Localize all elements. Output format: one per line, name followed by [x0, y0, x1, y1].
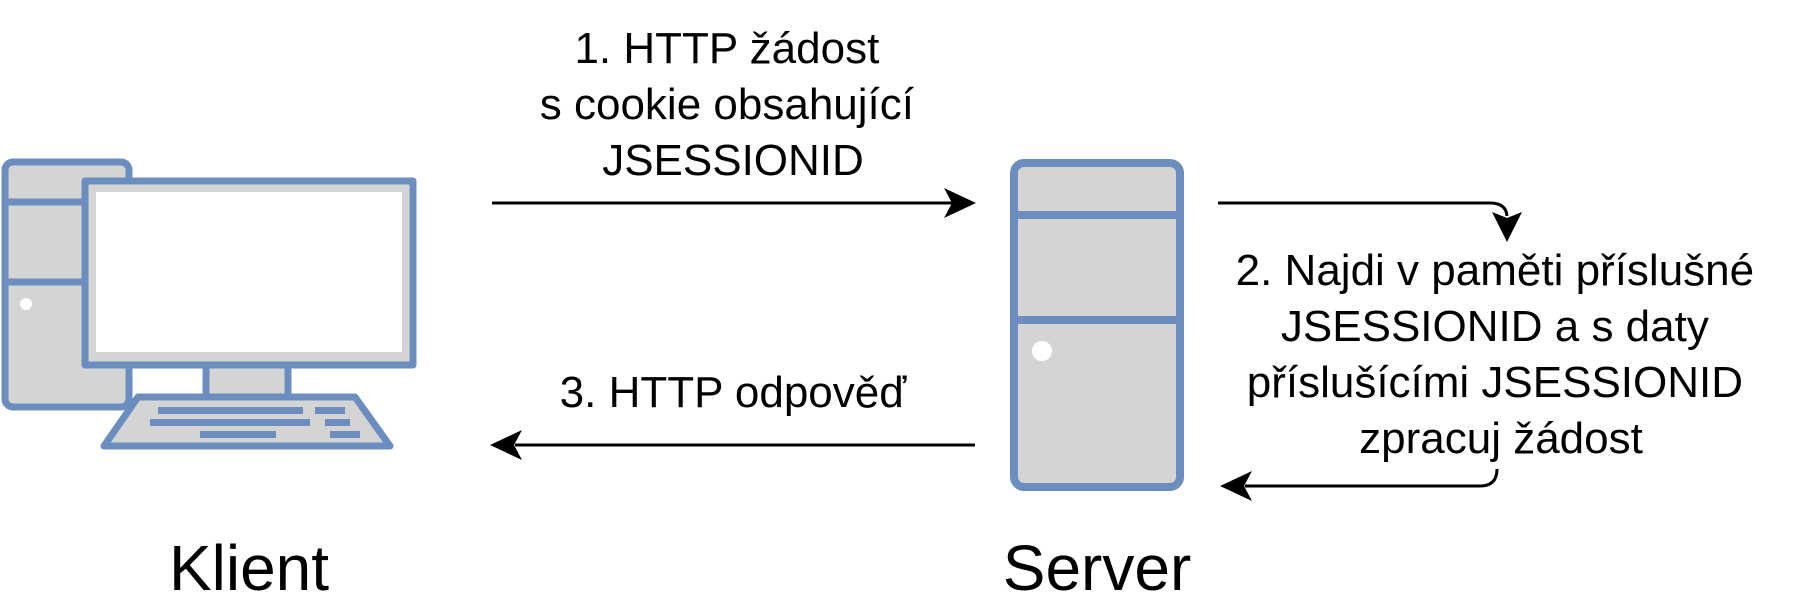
request-arrow — [492, 188, 976, 218]
request-label: 1. HTTP žádost s cookie obsahující JSESS… — [540, 24, 926, 185]
process-label: 2. Najdi v paměti příslušné JSESSIONID a… — [1236, 246, 1767, 463]
process-label-line: zpracuj žádost — [1359, 414, 1643, 463]
server-tower-icon — [1010, 159, 1184, 491]
request-label-line: s cookie obsahující — [540, 80, 915, 129]
desktop-computer-icon — [1, 158, 417, 450]
response-arrow — [490, 430, 975, 460]
process-label-line: příslušícími JSESSIONID — [1247, 358, 1743, 407]
response-label-line: 3. HTTP odpověď — [560, 368, 908, 417]
process-label-line: JSESSIONID a s daty — [1281, 302, 1709, 351]
process-loop-arrow — [1218, 201, 1522, 501]
process-label-line: 2. Najdi v paměti příslušné — [1236, 246, 1754, 295]
request-label-line: 1. HTTP žádost — [574, 24, 879, 73]
response-label: 3. HTTP odpověď — [560, 368, 908, 417]
server-label: Server — [1003, 532, 1192, 604]
request-label-line: JSESSIONID — [602, 136, 864, 185]
client-label: Klient — [169, 532, 329, 604]
